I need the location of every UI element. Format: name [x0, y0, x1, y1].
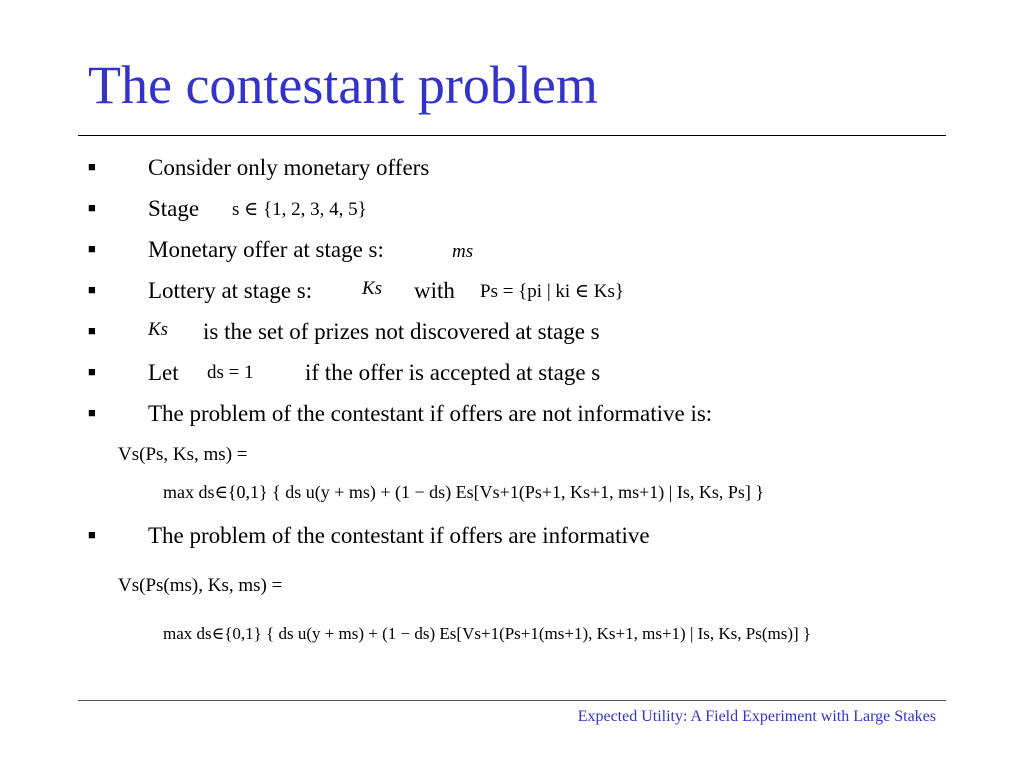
bullet-marker: ■: [88, 159, 96, 174]
bullet-text: Let: [148, 360, 179, 385]
bullet-marker: ■: [88, 241, 96, 256]
bullet-text: Consider only monetary offers: [148, 155, 430, 180]
bullet-text: if the offer is accepted at stage s: [305, 360, 601, 385]
bullet-marker: ■: [88, 200, 96, 215]
footer-divider: [78, 700, 946, 701]
bullet-row-4: ■ Lottery at stage s: Ks with Ps = {pi |…: [0, 278, 1024, 310]
bullet-row-2: ■ Stage s ∈ {1, 2, 3, 4, 5}: [0, 196, 1024, 228]
bullet-row-7: ■ The problem of the contestant if offer…: [0, 401, 1024, 433]
bullet-row-1: ■ Consider only monetary offers: [0, 155, 1024, 187]
slide-title: The contestant problem: [88, 55, 598, 115]
equation-1-rhs: max ds∈{0,1} { ds u(y + ms) + (1 − ds) E…: [163, 482, 765, 502]
decision-definition: ds = 1: [207, 362, 254, 383]
bullet-text: The problem of the contestant if offers …: [148, 401, 713, 426]
title-divider: [78, 135, 946, 136]
bullet-row-6: ■ Let ds = 1 if the offer is accepted at…: [0, 360, 1024, 392]
equation-2-rhs: max ds∈{0,1} { ds u(y + ms) + (1 − ds) E…: [163, 624, 812, 643]
bullet-text: Stage: [148, 196, 200, 221]
prize-set-symbol: Ks: [148, 319, 169, 340]
bullet-text: is the set of prizes not discovered at s…: [203, 319, 600, 344]
stage-set-formula: s ∈ {1, 2, 3, 4, 5}: [232, 199, 367, 220]
bullet-row-5: ■ Ks is the set of prizes not discovered…: [0, 319, 1024, 351]
bullet-text: Lottery at stage s:: [148, 278, 313, 303]
bullet-text: Monetary offer at stage s:: [148, 237, 384, 262]
equation-2-lhs: Vs(Ps(ms), Ks, ms) =: [118, 575, 283, 596]
offer-symbol: ms: [452, 241, 474, 262]
bullet-marker: ■: [88, 527, 96, 542]
footer-text: Expected Utility: A Field Experiment wit…: [577, 708, 936, 725]
lottery-definition: Ps = {pi | ki ∈ Ks}: [480, 281, 624, 302]
equation-1-lhs: Vs(Ps, Ks, ms) =: [118, 444, 248, 465]
bullet-text: with: [414, 278, 455, 303]
bullet-row-3: ■ Monetary offer at stage s: ms: [0, 237, 1024, 269]
bullet-text: The problem of the contestant if offers …: [148, 523, 650, 548]
bullet-marker: ■: [88, 282, 96, 297]
bullet-marker: ■: [88, 405, 96, 420]
bullet-marker: ■: [88, 323, 96, 338]
bullet-marker: ■: [88, 364, 96, 379]
prize-set-symbol: Ks: [362, 278, 383, 299]
bullet-row-8: ■ The problem of the contestant if offer…: [0, 523, 1024, 555]
